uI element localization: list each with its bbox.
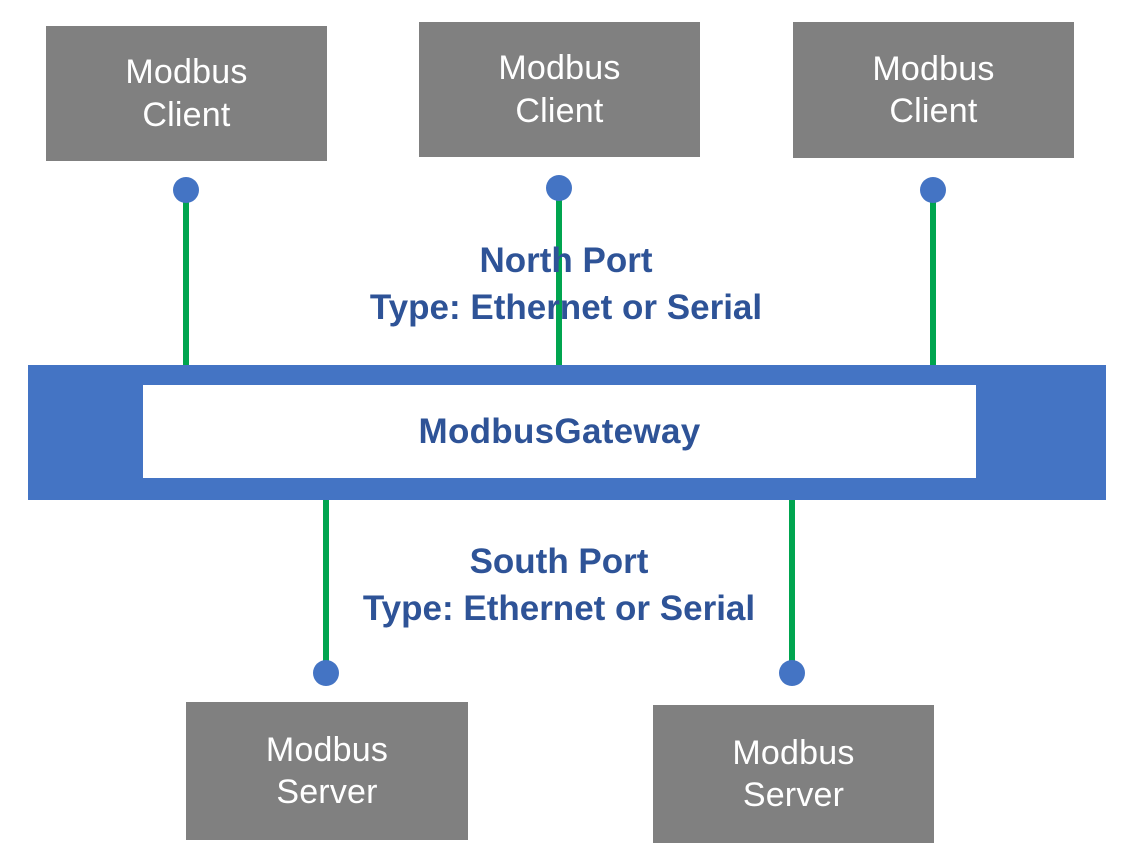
north-port-title: North Port: [479, 241, 653, 280]
north-connector-line-2: [556, 188, 562, 366]
north-port-type: Type: Ethernet or Serial: [369, 287, 763, 327]
modbus-client-label-2: Modbus Client: [498, 49, 621, 130]
modbus-server-box-2[interactable]: Modbus Server: [653, 705, 934, 843]
modbus-server-label-2: Modbus Server: [732, 733, 855, 814]
south-connector-line-1: [323, 500, 329, 666]
modbus-client-label-1: Modbus Client: [125, 53, 248, 134]
south-port-annotation: South Port Type: Ethernet or Serial: [0, 539, 1118, 633]
south-port-title: South Port: [469, 542, 649, 581]
north-connector-line-1: [183, 190, 189, 366]
north-connector-line-3: [930, 190, 936, 366]
modbus-client-label-3: Modbus Client: [872, 49, 995, 130]
north-port-connector-dot-1[interactable]: [173, 177, 199, 203]
modbus-server-box-1[interactable]: Modbus Server: [186, 702, 468, 840]
modbus-gateway-title: ModbusGateway: [418, 411, 701, 451]
south-port-connector-dot-2[interactable]: [779, 660, 805, 686]
south-port-type: Type: Ethernet or Serial: [362, 588, 756, 628]
south-port-connector-dot-1[interactable]: [313, 660, 339, 686]
modbus-client-box-2[interactable]: Modbus Client: [419, 22, 700, 157]
modbus-client-box-1[interactable]: Modbus Client: [46, 26, 327, 161]
modbus-server-label-1: Modbus Server: [265, 730, 389, 811]
modbus-client-box-3[interactable]: Modbus Client: [793, 22, 1074, 158]
north-port-connector-dot-2[interactable]: [546, 175, 572, 201]
south-connector-line-2: [789, 500, 795, 666]
modbus-gateway-inner-panel[interactable]: ModbusGateway: [143, 385, 976, 478]
north-port-connector-dot-3[interactable]: [920, 177, 946, 203]
north-port-annotation: North Port Type: Ethernet or Serial: [0, 238, 1132, 332]
